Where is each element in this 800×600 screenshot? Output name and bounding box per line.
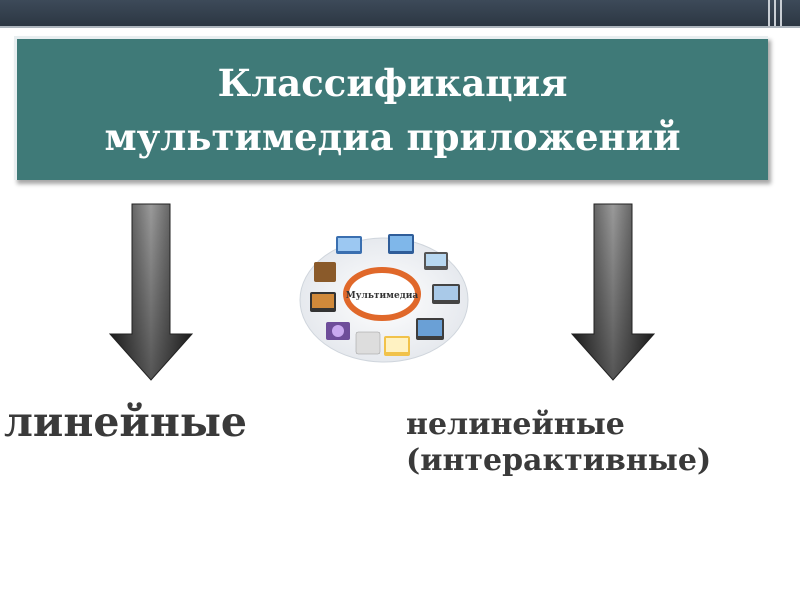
multimedia-devices-illustration: Мультимедиа: [296, 228, 472, 368]
branch-label-nonlinear: нелинейные (интерактивные): [406, 407, 796, 479]
top-bar-decoration: [768, 0, 792, 26]
slide-top-bar: [0, 0, 800, 26]
right-down-arrow-icon: [568, 202, 658, 384]
branch-label-linear: линейные: [4, 398, 248, 446]
left-down-arrow-icon: [106, 202, 196, 384]
branch-label-nonlinear-line2: (интерактивные): [406, 443, 712, 478]
multimedia-hub-label: Мультимедиа: [346, 291, 419, 301]
branch-label-nonlinear-line1: нелинейные: [406, 407, 625, 442]
top-accent-line: [0, 26, 800, 28]
